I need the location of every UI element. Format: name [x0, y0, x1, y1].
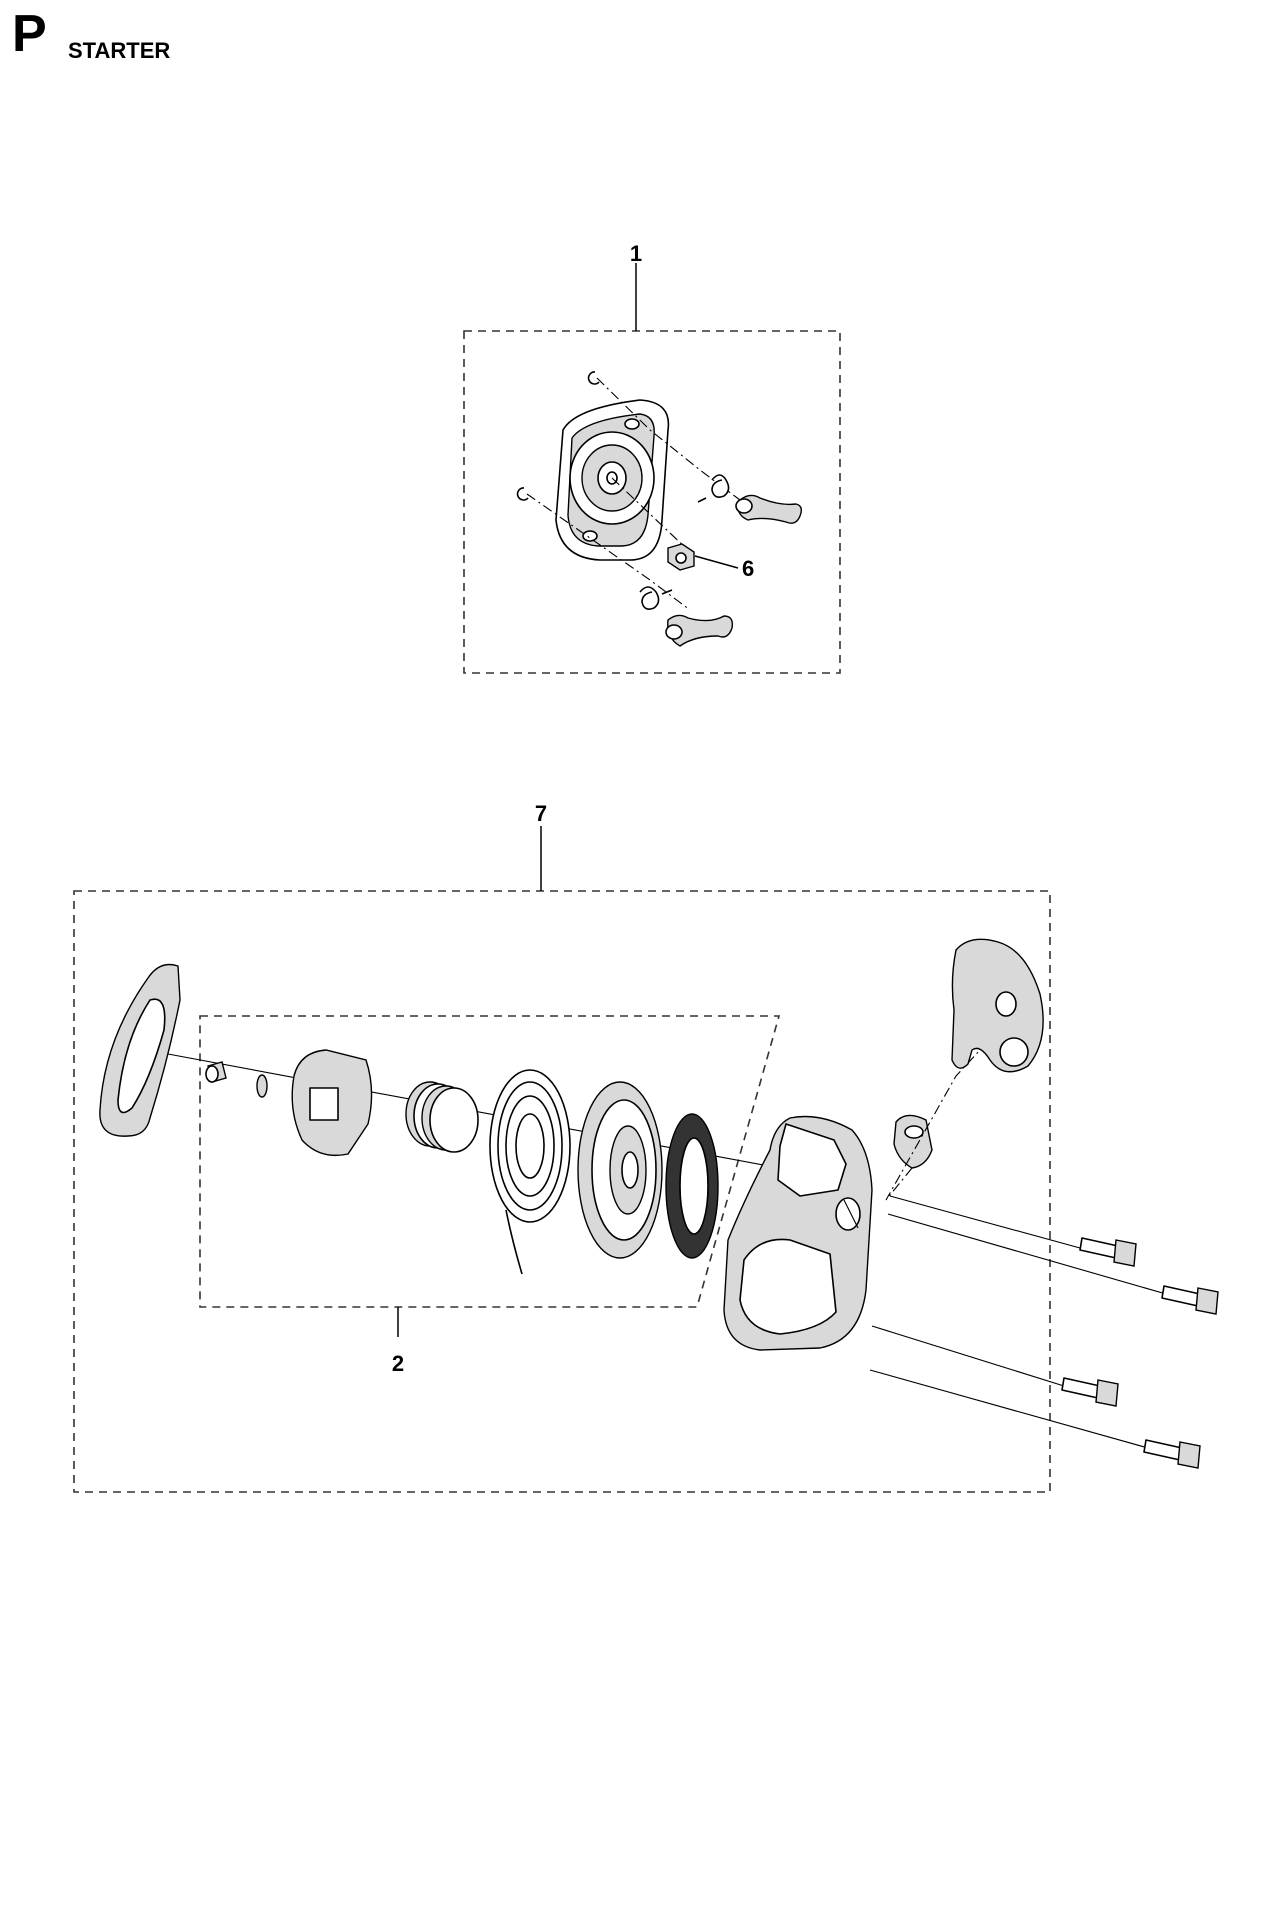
screw-1-shank — [1079, 1237, 1119, 1259]
screw-2 — [1161, 1285, 1219, 1315]
starter-handle-end — [999, 1037, 1029, 1067]
pawl-upper — [737, 494, 803, 524]
starter-icon — [99, 938, 1219, 1469]
assembly-7-group: 7 2 — [73, 801, 1219, 1493]
screw-axis-3 — [871, 1325, 1065, 1387]
coil-spring — [405, 1081, 479, 1153]
screw-3 — [1061, 1377, 1119, 1407]
screw-axis-4 — [869, 1369, 1149, 1449]
callout-1: 1 — [630, 241, 642, 266]
assembly-7-box — [73, 890, 1051, 1493]
hub-axis-center — [611, 477, 691, 553]
screw-1 — [1079, 1237, 1137, 1267]
callout-2: 2 — [392, 1351, 404, 1376]
section-title: STARTER — [68, 38, 171, 63]
starter-housing-top — [777, 1123, 847, 1197]
spring-lower — [639, 586, 673, 610]
rope-bushing-hole — [904, 1125, 924, 1139]
assembly-1-group: 1 — [463, 241, 841, 674]
gasket-plate-window — [117, 998, 166, 1114]
pulley-hub-square — [309, 1087, 339, 1121]
rope-pulley — [577, 1081, 663, 1259]
starter-housing-face — [739, 1238, 837, 1335]
assembly-2-box — [199, 1015, 781, 1308]
coil-spring-turn-4 — [429, 1087, 479, 1153]
hex-nut-hole — [675, 552, 687, 564]
recoil-spring-ring-4 — [515, 1113, 545, 1179]
small-washer — [256, 1074, 268, 1098]
screw-2-head — [1195, 1287, 1219, 1315]
screw-1-head — [1113, 1239, 1137, 1267]
recoil-spring — [489, 1069, 571, 1275]
screw-4-head — [1177, 1441, 1201, 1469]
pawl-upper-pin — [735, 498, 753, 514]
friction-washer-hole — [679, 1137, 709, 1235]
starter-housing — [723, 1115, 873, 1351]
screw-4 — [1143, 1439, 1201, 1469]
pawl-lower — [667, 614, 734, 647]
screw-axis-1 — [889, 1195, 1081, 1249]
callout-6: 6 — [742, 556, 754, 581]
starter-housing-eyelet-slot — [843, 1199, 859, 1229]
starter-handle — [951, 938, 1044, 1073]
rope-bushing — [893, 1114, 933, 1169]
screw-2-shank — [1161, 1285, 1201, 1307]
circlip-top — [587, 371, 600, 385]
callout-6-leader — [694, 555, 739, 569]
section-letter: P — [12, 5, 47, 63]
center-screw-head — [205, 1065, 219, 1083]
clutch-hub-icon: 6 — [516, 371, 803, 647]
rope-pulley-hub — [621, 1151, 639, 1189]
circlip-left — [516, 487, 529, 501]
recoil-spring-tail — [505, 1209, 523, 1275]
hub-hole-bottom — [582, 530, 598, 542]
hub-axis-bottom — [526, 493, 691, 611]
spring-upper — [697, 474, 730, 503]
screw-4-shank — [1143, 1439, 1183, 1461]
assembly-1-box — [463, 330, 841, 674]
starter-housing-eyelet — [835, 1197, 861, 1231]
screw-3-head — [1095, 1379, 1119, 1407]
starter-handle-hole — [995, 991, 1017, 1017]
friction-washer — [665, 1113, 719, 1259]
hub-hole-top — [624, 418, 640, 430]
screw-axis-2 — [887, 1213, 1167, 1295]
pawl-lower-pin — [665, 624, 683, 640]
callout-7: 7 — [535, 801, 547, 826]
screw-3-shank — [1061, 1377, 1101, 1399]
